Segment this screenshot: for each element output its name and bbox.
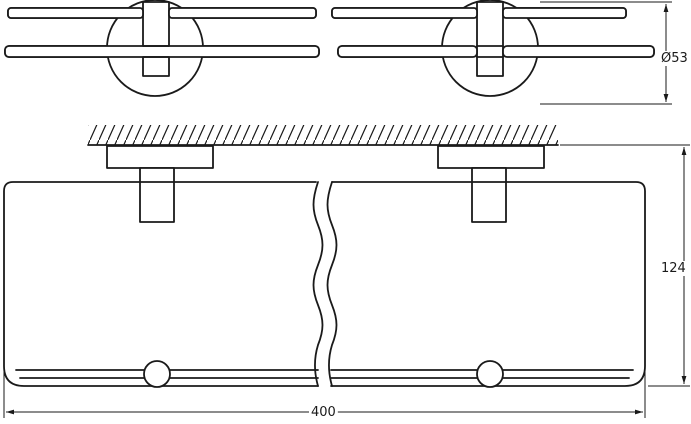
label-background — [659, 51, 690, 66]
label-background — [659, 261, 688, 276]
right-wall-bracket — [437, 145, 545, 223]
top-view-right-rosette — [331, 0, 655, 97]
top-view: Ø53 — [4, 0, 690, 105]
diameter-label: Ø53 — [661, 51, 688, 66]
break-lines — [312, 181, 338, 387]
top-view-left-rosette — [4, 0, 320, 97]
left-wall-bracket — [106, 145, 214, 223]
wall-hatching — [87, 125, 559, 146]
width-label: 400 — [311, 405, 336, 420]
right-support-knob — [476, 360, 504, 388]
front-view: 124 400 — [3, 125, 690, 420]
label-background — [309, 405, 338, 420]
left-support-knob — [143, 360, 171, 388]
height-label: 124 — [661, 261, 686, 276]
